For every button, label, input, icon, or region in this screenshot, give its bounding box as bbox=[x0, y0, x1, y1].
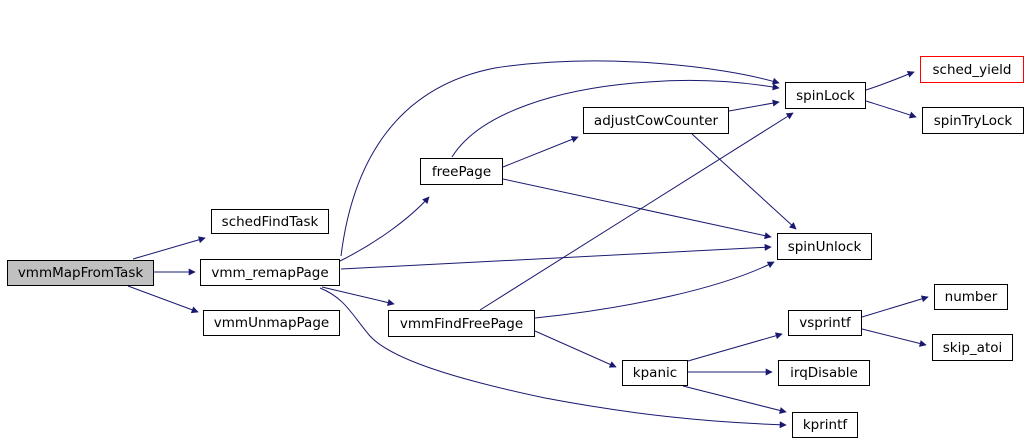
node-freePage[interactable]: freePage bbox=[420, 158, 503, 185]
node-vmm_remapPage[interactable]: vmm_remapPage bbox=[200, 259, 340, 286]
node-skip_atoi[interactable]: skip_atoi bbox=[932, 334, 1013, 361]
node-schedFindTask[interactable]: schedFindTask bbox=[211, 209, 329, 234]
node-sched_yield[interactable]: sched_yield bbox=[920, 56, 1024, 83]
edge-vmm_remapPage-to-spinUnlock bbox=[340, 243, 772, 270]
node-vmmMapFromTask: vmmMapFromTask bbox=[7, 260, 154, 286]
node-spinLock[interactable]: spinLock bbox=[785, 82, 866, 109]
edge-vmmFindFreePage-to-spinLock bbox=[479, 112, 794, 311]
edge-vmmMapFromTask-to-schedFindTask bbox=[132, 236, 206, 260]
edge-vmmFindFreePage-to-spinUnlock bbox=[534, 261, 775, 319]
node-label: spinTryLock bbox=[933, 112, 1013, 129]
node-label: vsprintf bbox=[799, 315, 851, 331]
edge-vmmMapFromTask-to-vmmUnmapPage bbox=[127, 285, 199, 314]
edge-freePage-to-spinUnlock bbox=[502, 178, 772, 240]
edge-adjustCowCounter-to-spinUnlock bbox=[691, 133, 797, 230]
edge-kpanic-to-vsprintf bbox=[687, 332, 783, 362]
node-spinUnlock[interactable]: spinUnlock bbox=[777, 233, 872, 260]
node-label: kprintf bbox=[802, 417, 848, 433]
edge-freePage-to-spinLock bbox=[451, 79, 780, 158]
node-label: vmm_remapPage bbox=[211, 264, 329, 281]
edge-kpanic-to-kprintf bbox=[682, 385, 787, 414]
edge-spinLock-to-spinTryLock bbox=[865, 100, 917, 119]
node-label: schedFindTask bbox=[221, 213, 319, 230]
node-number[interactable]: number bbox=[934, 284, 1008, 310]
edge-adjustCowCounter-to-spinLock bbox=[728, 99, 780, 112]
edge-vmmFindFreePage-to-kpanic bbox=[534, 330, 617, 368]
node-spinTryLock[interactable]: spinTryLock bbox=[922, 107, 1024, 134]
node-vmmUnmapPage[interactable]: vmmUnmapPage bbox=[203, 310, 340, 336]
node-label: number bbox=[944, 289, 998, 305]
edge-freePage-to-adjustCowCounter bbox=[502, 136, 579, 168]
edge-vmm_remapPage-to-freePage bbox=[339, 196, 430, 262]
node-label: adjustCowCounter bbox=[593, 112, 719, 129]
node-label: skip_atoi bbox=[942, 339, 1003, 356]
node-vmmFindFreePage[interactable]: vmmFindFreePage bbox=[388, 310, 535, 337]
node-label: spinUnlock bbox=[787, 238, 862, 255]
node-label: kpanic bbox=[632, 365, 678, 381]
node-label: freePage bbox=[431, 163, 492, 180]
node-label: vmmUnmapPage bbox=[213, 315, 330, 331]
edge-vmm_remapPage-to-vmmFindFreePage bbox=[321, 286, 395, 306]
node-label: vmmFindFreePage bbox=[399, 315, 524, 332]
edge-vmm_remapPage-to-spinLock bbox=[340, 60, 780, 257]
edge-spinLock-to-sched_yield bbox=[865, 70, 915, 91]
node-vsprintf[interactable]: vsprintf bbox=[788, 310, 862, 336]
node-label: spinLock bbox=[796, 87, 855, 104]
edge-vsprintf-to-skip_atoi bbox=[861, 328, 927, 347]
node-label: irqDisable bbox=[790, 365, 858, 381]
node-adjustCowCounter[interactable]: adjustCowCounter bbox=[583, 107, 729, 134]
node-label: vmmMapFromTask bbox=[17, 265, 144, 281]
edge-vmm_remapPage-to-kprintf bbox=[319, 287, 787, 429]
node-kpanic[interactable]: kpanic bbox=[622, 360, 688, 386]
node-kprintf[interactable]: kprintf bbox=[792, 412, 858, 438]
node-label: sched_yield bbox=[932, 61, 1012, 78]
node-irqDisable[interactable]: irqDisable bbox=[778, 360, 870, 386]
edge-vsprintf-to-number bbox=[861, 295, 929, 318]
